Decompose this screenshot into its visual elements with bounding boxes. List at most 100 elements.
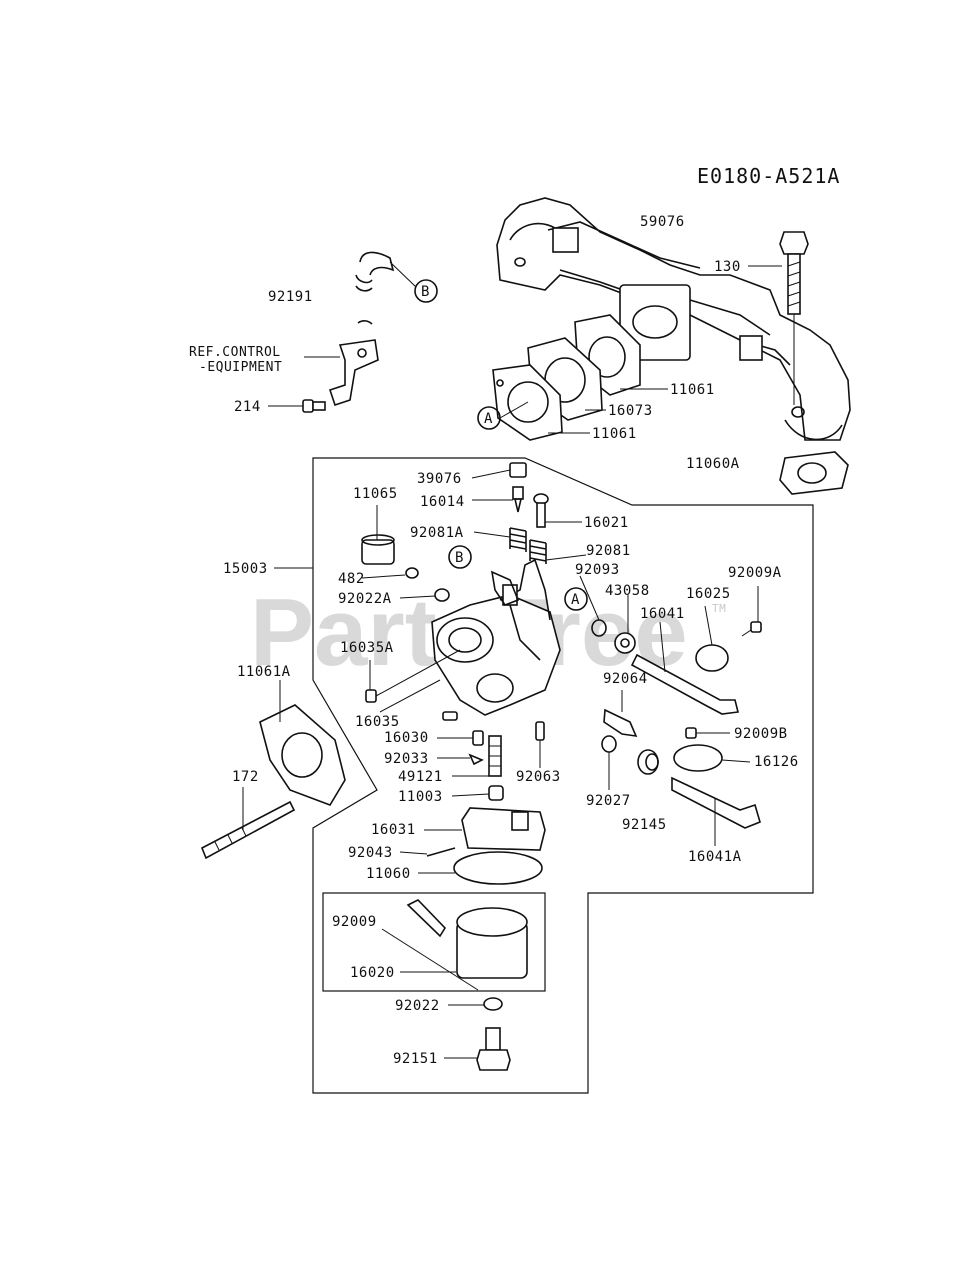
valve-16126[interactable] [673,744,723,772]
label-92145: 92145 [622,817,667,833]
label-16035: 16035 [355,714,400,730]
label-11061A: 11061A [237,664,291,680]
label-92064: 92064 [603,671,648,687]
part-16030[interactable] [472,730,484,746]
label-92191: 92191 [268,289,313,305]
label-11003: 11003 [398,789,443,805]
label-16030: 16030 [384,730,429,746]
label-92022: 92022 [395,998,440,1014]
label-130: 130 [714,259,741,275]
diagram-code: E0180-A521A [697,164,840,188]
bowl-16020[interactable] [456,907,528,979]
svg-text:B: B [421,284,429,300]
carburetor-body[interactable] [431,558,561,716]
washer-92027[interactable] [601,735,617,753]
screw-16021[interactable] [533,493,549,528]
needle-39076[interactable] [509,462,527,478]
screw-92063[interactable] [535,721,545,741]
label-16035A: 16035A [340,640,394,656]
shaft-16041A[interactable] [671,776,761,829]
gasket-11060A[interactable] [779,451,849,495]
label-11061-upper: 11061 [670,382,715,398]
label-16021: 16021 [584,515,629,531]
label-39076: 39076 [417,471,462,487]
washer-92022A[interactable] [434,588,450,602]
callout-b-top: B [414,279,438,303]
label-16126: 16126 [754,754,799,770]
tube-49121[interactable] [488,735,502,777]
label-214: 214 [234,399,261,415]
spring-92081A[interactable] [509,527,527,552]
manifold-59076[interactable] [496,197,851,441]
label-92081A: 92081A [410,525,464,541]
label-92022A: 92022A [338,591,392,607]
label-11061-lower: 11061 [592,426,637,442]
shaft-16041[interactable] [630,653,739,715]
needle-16014[interactable] [512,486,524,513]
bolt-92151[interactable] [476,1027,511,1071]
float-16031[interactable] [461,807,546,851]
screw-16035A[interactable] [365,689,377,703]
control-bracket[interactable] [328,339,379,407]
label-16041: 16041 [640,606,685,622]
label-16031: 16031 [371,822,416,838]
label-92033: 92033 [384,751,429,767]
label-16025: 16025 [686,586,731,602]
ring-482[interactable] [405,567,419,579]
screw-16035[interactable] [442,711,458,721]
label-15003: 15003 [223,561,268,577]
watermark-trademark: TM [712,602,726,615]
screw-92009B[interactable] [685,727,697,739]
label-92009: 92009 [332,914,377,930]
label-172: 172 [232,769,259,785]
stud-172[interactable] [200,800,296,860]
label-11065: 11065 [353,486,398,502]
callout-b-mid: B [448,545,472,569]
label-92063: 92063 [516,769,561,785]
label-ref-control: REF.CONTROL [189,345,281,360]
washer-92022[interactable] [483,997,503,1011]
label-92009B: 92009B [734,726,788,742]
cap-11065[interactable] [361,534,395,565]
label-92151: 92151 [393,1051,438,1067]
label-16041A: 16041A [688,849,742,865]
spring-92145[interactable] [637,749,659,775]
bolt-130[interactable] [779,231,809,405]
screw-92064[interactable] [603,708,638,737]
svg-text:B: B [455,550,463,566]
gasket-11061A[interactable] [259,704,346,806]
label-92009A: 92009A [728,565,782,581]
label-92081: 92081 [586,543,631,559]
part-11003[interactable] [488,785,504,801]
gasket-11060[interactable] [453,851,543,885]
label-16020: 16020 [350,965,395,981]
label-11060A: 11060A [686,456,740,472]
callout-a-left: A [477,406,501,430]
svg-text:A: A [484,411,493,427]
label-ref-equipment: -EQUIPMENT [199,360,282,375]
fuel-hose-92191[interactable] [355,251,395,325]
label-59076: 59076 [640,214,685,230]
label-92027: 92027 [586,793,631,809]
label-49121: 49121 [398,769,443,785]
valve-16025[interactable] [695,644,729,672]
filter-subassembly-box [322,892,546,992]
label-92043: 92043 [348,845,393,861]
screw-214[interactable] [302,399,326,413]
callout-a-mid: A [564,587,588,611]
label-92093: 92093 [575,562,620,578]
seal-43058[interactable] [614,632,636,654]
label-482: 482 [338,571,365,587]
spring-92081[interactable] [529,539,547,564]
clip-92033[interactable] [468,753,484,766]
label-43058: 43058 [605,583,650,599]
label-16014: 16014 [420,494,465,510]
carburetor-assembly-outline-15003 [312,457,814,1094]
label-11060: 11060 [366,866,411,882]
screw-92009[interactable] [406,899,447,938]
pin-92043[interactable] [426,847,456,857]
label-16073: 16073 [608,403,653,419]
leader-lines [242,261,782,1059]
screw-92009A[interactable] [741,621,762,637]
